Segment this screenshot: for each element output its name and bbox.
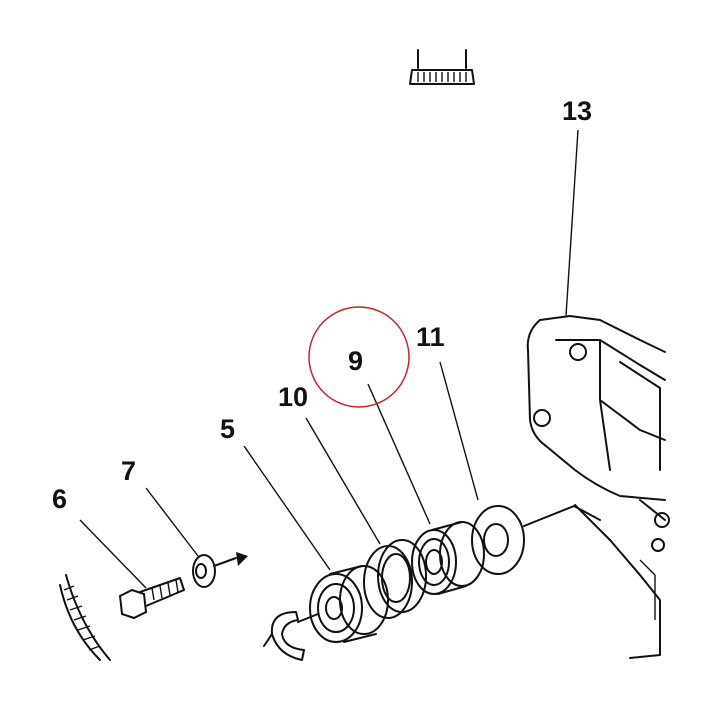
callout-9: 9 [348, 346, 363, 376]
callout-5: 5 [220, 414, 235, 444]
housing-cover-part [526, 315, 670, 659]
callout-13: 13 [562, 96, 592, 126]
callout-11: 11 [416, 322, 445, 352]
shaft-line [523, 505, 601, 527]
bearing-part-5 [297, 565, 389, 643]
washer-part-11 [471, 505, 525, 575]
ring-part-10 [363, 539, 427, 619]
ring-part-6 [59, 574, 111, 661]
bearing-part-9 [411, 521, 485, 595]
callout-10: 10 [278, 382, 308, 412]
callout-7: 7 [121, 456, 136, 486]
leader-lines [79, 129, 579, 589]
callout-6: 6 [52, 484, 67, 514]
highlight-circle [308, 306, 410, 408]
bolt-part [118, 577, 185, 620]
snap-ring-part [263, 611, 305, 661]
washer-part-7 [192, 552, 248, 588]
top-fitting-part [409, 49, 475, 85]
